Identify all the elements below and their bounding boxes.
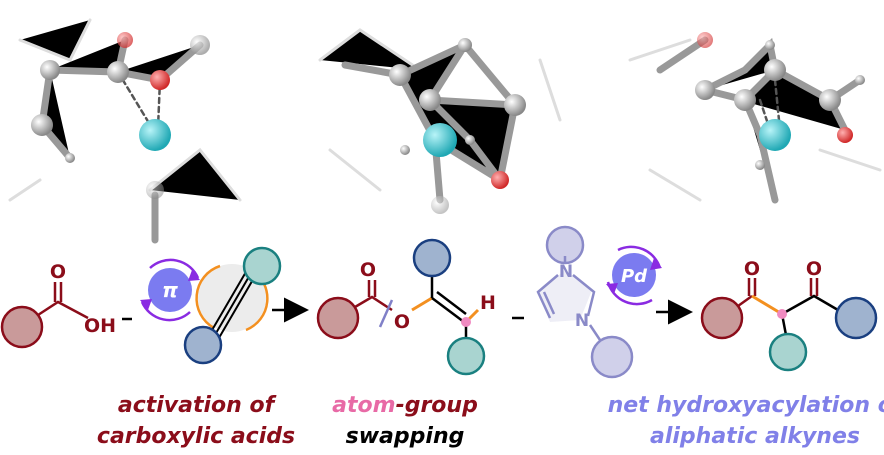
label-atom: atom (332, 393, 395, 418)
hydroxyl-label: OH (84, 315, 116, 337)
hydrogen-label: H (480, 292, 496, 314)
alkyne (183, 246, 282, 365)
pi-label: π (162, 278, 178, 302)
transition-state-structure-1 (8, 18, 242, 244)
label-carboxylic-acids: carboxylic acids (97, 424, 295, 449)
label-group: -group (396, 393, 478, 418)
label-swapping: swapping (346, 424, 465, 449)
nhc-ligand: N N (536, 225, 634, 379)
nitrogen-label: N (575, 311, 589, 331)
pd-label: Pd (621, 266, 648, 287)
label-atom-group: atom-group (332, 393, 478, 418)
diketone-product: O O (700, 258, 878, 372)
enol-ester-intermediate: O O H (316, 238, 496, 376)
transition-state-structure-2 (318, 28, 562, 214)
bond-cleavage-mark (378, 299, 394, 328)
label-activation: activation of (118, 393, 277, 418)
pi-acid-catalyst: π (140, 258, 200, 322)
carboxylic-acid: O OH (0, 261, 116, 349)
nitrogen-label: N (559, 262, 573, 282)
oxygen-label: O (744, 258, 760, 280)
oxygen-label: O (806, 258, 822, 280)
label-net-hydroxyacylation: net hydroxyacylation of (608, 393, 884, 418)
palladium-catalyst: Pd (606, 245, 662, 306)
transition-state-structure-3 (628, 32, 882, 204)
oxygen-label: O (50, 261, 66, 283)
oxygen-label: O (360, 259, 376, 281)
label-aliphatic-alkynes: aliphatic alkynes (650, 424, 860, 449)
ester-oxygen-label: O (394, 311, 410, 333)
